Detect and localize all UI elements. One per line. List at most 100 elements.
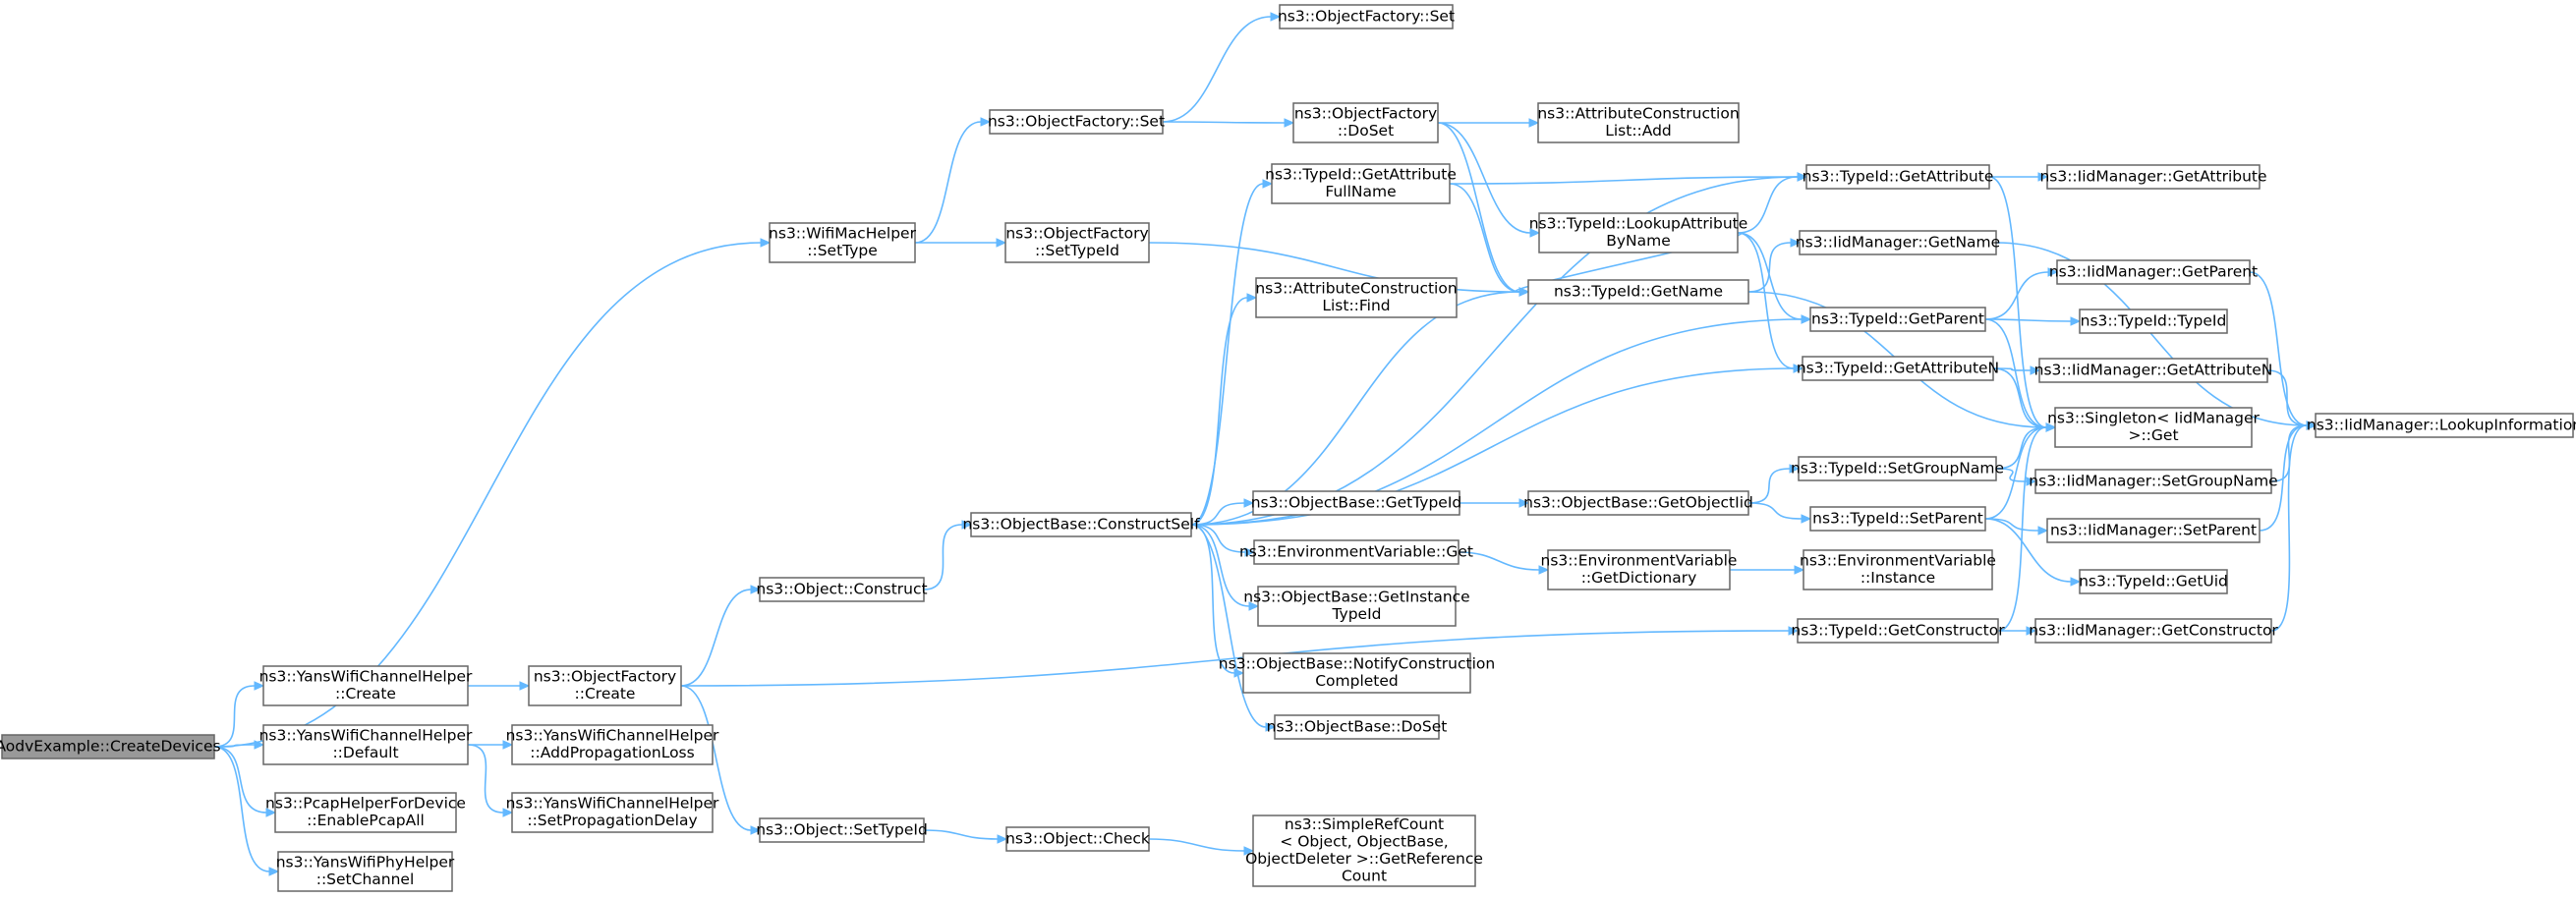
node-phy_setchannel[interactable]: ns3::YansWifiPhyHelper::SetChannel [276, 851, 455, 892]
node-ob_constructself[interactable]: ns3::ObjectBase::ConstructSelf [962, 512, 1200, 537]
node-ob_doset[interactable]: ns3::ObjectBase::DoSet [1267, 714, 1448, 740]
node-singleton_get[interactable]: ns3::Singleton< IidManager >::Get [2047, 407, 2261, 448]
node-add_prop_loss[interactable]: ns3::YansWifiChannelHelper::AddPropagati… [506, 724, 719, 765]
node-box [970, 512, 1192, 537]
node-tid_setgroupname[interactable]: ns3::TypeId::SetGroupName [1791, 456, 2004, 481]
node-box [2046, 164, 2261, 190]
node-wifimac_settype[interactable]: ns3::WifiMacHelper::SetType [769, 222, 917, 263]
node-box [1253, 539, 1460, 565]
edge-tid_getattrfullname-to-tid_getname [1449, 183, 1530, 297]
node-box [2054, 407, 2253, 448]
node-simplerefcount[interactable]: ns3::SimpleRefCount< Object, ObjectBase,… [1245, 815, 1483, 887]
node-label: ::SetChannel [316, 871, 415, 888]
node-label: ns3::YansWifiChannelHelper [259, 668, 473, 686]
node-box [1292, 102, 1439, 143]
node-root[interactable]: AodvExample::CreateDevices [0, 734, 221, 759]
node-of_create[interactable]: ns3::ObjectFactory::Create [528, 665, 682, 706]
node-box [2034, 469, 2272, 494]
node-label: List::Find [1322, 297, 1390, 314]
node-of_set[interactable]: ns3::ObjectFactory::Set [988, 109, 1165, 135]
edge-wifimac_settype-to-of_set [914, 117, 992, 244]
edge-ob_gettypeid-to-ob_getobjectiid [1459, 498, 1530, 508]
node-ob_getobjectiid[interactable]: ns3::ObjectBase::GetObjectIid [1523, 490, 1753, 516]
node-label: ns3::ObjectFactory::Set [1278, 7, 1455, 25]
node-box [2046, 518, 2261, 543]
node-label: ::Create [575, 685, 636, 702]
edge-tid_getname-to-iid_getname [1747, 238, 1802, 293]
node-env_getdict[interactable]: ns3::EnvironmentVariable::GetDictionary [1541, 549, 1738, 590]
node-label: ns3::EnvironmentVariable [1800, 552, 1996, 570]
edge-iid_getparent-to-iid_lookupinfo [2249, 271, 2318, 430]
node-label: ns3::TypeId::GetAttribute [1265, 166, 1457, 184]
node-iid_lookupinfo[interactable]: ns3::IidManager::LookupInformation [2307, 413, 2576, 438]
node-box [274, 792, 457, 833]
edge-obj_construct-to-ob_constructself [923, 520, 973, 590]
node-label: Completed [1315, 672, 1399, 690]
node-tid_getattributen[interactable]: ns3::TypeId::GetAttributeN [1797, 356, 1999, 381]
node-label: ns3::IidManager::LookupInformation [2307, 416, 2576, 433]
node-ob_notify[interactable]: ns3::ObjectBase::NotifyConstructionCompl… [1219, 652, 1495, 694]
edge-tid_getparent-to-tid_typeid [1984, 316, 2082, 326]
node-label: ns3::IidManager::GetName [1796, 233, 2000, 251]
edge-yans_create-to-of_create [468, 681, 531, 691]
node-set_prop_delay[interactable]: ns3::YansWifiChannelHelper::SetPropagati… [506, 792, 719, 833]
node-iid_getconstructor[interactable]: ns3::IidManager::GetConstructor [2029, 618, 2278, 644]
node-tid_getuid[interactable]: ns3::TypeId::GetUid [2079, 569, 2228, 594]
node-tid_setparent[interactable]: ns3::TypeId::SetParent [1809, 506, 1986, 532]
node-iid_getparent[interactable]: ns3::IidManager::GetParent [2049, 259, 2258, 285]
node-env_instance[interactable]: ns3::EnvironmentVariable::Instance [1800, 549, 1996, 590]
node-label: ::Create [335, 685, 396, 702]
node-box [1797, 618, 1999, 644]
edge-ob_getobjectiid-to-tid_setgroupname [1747, 464, 1801, 504]
node-box [1279, 4, 1454, 29]
node-tid_typeid[interactable]: ns3::TypeId::TypeId [2079, 309, 2228, 334]
node-tid_getattribute[interactable]: ns3::TypeId::GetAttribute [1803, 164, 1994, 190]
node-label: ns3::WifiMacHelper [769, 225, 917, 243]
node-label: ns3::IidManager::GetConstructor [2029, 621, 2278, 639]
node-iid_getname[interactable]: ns3::IidManager::GetName [1796, 230, 2000, 255]
node-box [769, 222, 916, 263]
edge-of_create-to-obj_construct [680, 585, 762, 687]
node-label: ns3::ObjectBase::NotifyConstruction [1219, 655, 1495, 673]
node-box [2056, 259, 2251, 285]
edge-ob_constructself-to-ob_doset [1190, 524, 1277, 732]
node-of_set_top[interactable]: ns3::ObjectFactory::Set [1278, 4, 1455, 29]
node-obj_construct[interactable]: ns3::Object::Construct [756, 577, 928, 602]
node-of_settypeid[interactable]: ns3::ObjectFactory::SetTypeId [1004, 222, 1150, 263]
node-of_doset[interactable]: ns3::ObjectFactory::DoSet [1292, 102, 1439, 143]
node-ob_gettypeid[interactable]: ns3::ObjectBase::GetTypeId [1251, 490, 1462, 516]
node-iid_setparent[interactable]: ns3::IidManager::SetParent [2046, 518, 2261, 543]
node-obj_check[interactable]: ns3::Object::Check [1005, 826, 1150, 852]
node-label: ns3::TypeId::GetName [1554, 282, 1723, 300]
node-iid_getattributen[interactable]: ns3::IidManager::GetAttributeN [2034, 358, 2273, 383]
node-iid_setgroupname[interactable]: ns3::IidManager::SetGroupName [2029, 469, 2278, 494]
node-tid_getname[interactable]: ns3::TypeId::GetName [1527, 279, 1749, 305]
edge-root-to-wifimac_settype [213, 238, 772, 748]
node-obj_settypeid[interactable]: ns3::Object::SetTypeId [756, 817, 928, 843]
node-tid_getconstructor[interactable]: ns3::TypeId::GetConstructor [1791, 618, 2005, 644]
node-env_get[interactable]: ns3::EnvironmentVariable::Get [1239, 539, 1473, 565]
edge-tid_getparent-to-iid_getparent [1984, 267, 2059, 320]
edge-of_set-to-of_doset [1162, 118, 1295, 128]
node-label: ns3::TypeId::GetConstructor [1791, 621, 2005, 639]
node-label: ObjectDeleter >::GetReference [1245, 850, 1483, 868]
node-pcap_enable[interactable]: ns3::PcapHelperForDevice::EnablePcapAll [265, 792, 466, 833]
node-label: ns3::IidManager::GetParent [2049, 262, 2258, 280]
edge-tid_lookupattr-to-tid_getparent [1737, 232, 1812, 324]
node-box [1527, 490, 1749, 516]
edge-tid_lookupattr-to-tid_getattributen [1737, 232, 1804, 373]
edge-root-to-yans_create [213, 681, 265, 748]
node-iid_getattribute[interactable]: ns3::IidManager::GetAttribute [2039, 164, 2267, 190]
node-label: ns3::YansWifiChannelHelper [506, 727, 719, 745]
node-yans_create[interactable]: ns3::YansWifiChannelHelper::Create [259, 665, 473, 706]
node-label: ::DoSet [1338, 122, 1394, 140]
node-yans_default[interactable]: ns3::YansWifiChannelHelper::Default [259, 724, 473, 765]
edge-tid_getattributen-to-iid_getattributen [1992, 365, 2041, 375]
node-tid_getparent[interactable]: ns3::TypeId::GetParent [1809, 307, 1986, 332]
node-box [262, 665, 469, 706]
